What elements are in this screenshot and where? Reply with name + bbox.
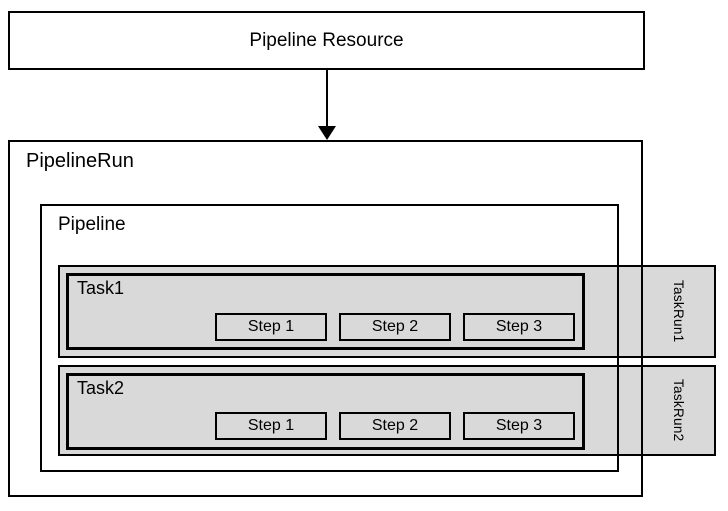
task2-steps-row: Step 1 Step 2 Step 3	[215, 412, 575, 440]
pipeline-resource-label: Pipeline Resource	[249, 29, 404, 51]
flow-arrow-line	[326, 70, 328, 128]
pipeline-run-label: PipelineRun	[26, 150, 134, 172]
taskrun2-label: TaskRun2	[671, 379, 686, 442]
step-box: Step 2	[339, 412, 451, 440]
pipeline-label: Pipeline	[58, 214, 126, 235]
taskrun1-band: Task1 Step 1 Step 2 Step 3 TaskRun1	[58, 265, 716, 358]
step-box: Step 1	[215, 313, 327, 341]
step-box: Step 2	[339, 313, 451, 341]
pipeline-resource-box: Pipeline Resource	[8, 11, 645, 70]
task1-box: Task1 Step 1 Step 2 Step 3	[66, 273, 585, 350]
taskrun1-label: TaskRun1	[671, 280, 686, 343]
step-box: Step 3	[463, 412, 575, 440]
arrow-down-icon	[318, 126, 336, 140]
taskrun2-band: Task2 Step 1 Step 2 Step 3 TaskRun2	[58, 365, 716, 456]
task2-box: Task2 Step 1 Step 2 Step 3	[66, 373, 585, 450]
step-box: Step 1	[215, 412, 327, 440]
task1-label: Task1	[77, 278, 125, 298]
task1-steps-row: Step 1 Step 2 Step 3	[215, 313, 575, 341]
task2-label: Task2	[77, 378, 125, 398]
step-box: Step 3	[463, 313, 575, 341]
